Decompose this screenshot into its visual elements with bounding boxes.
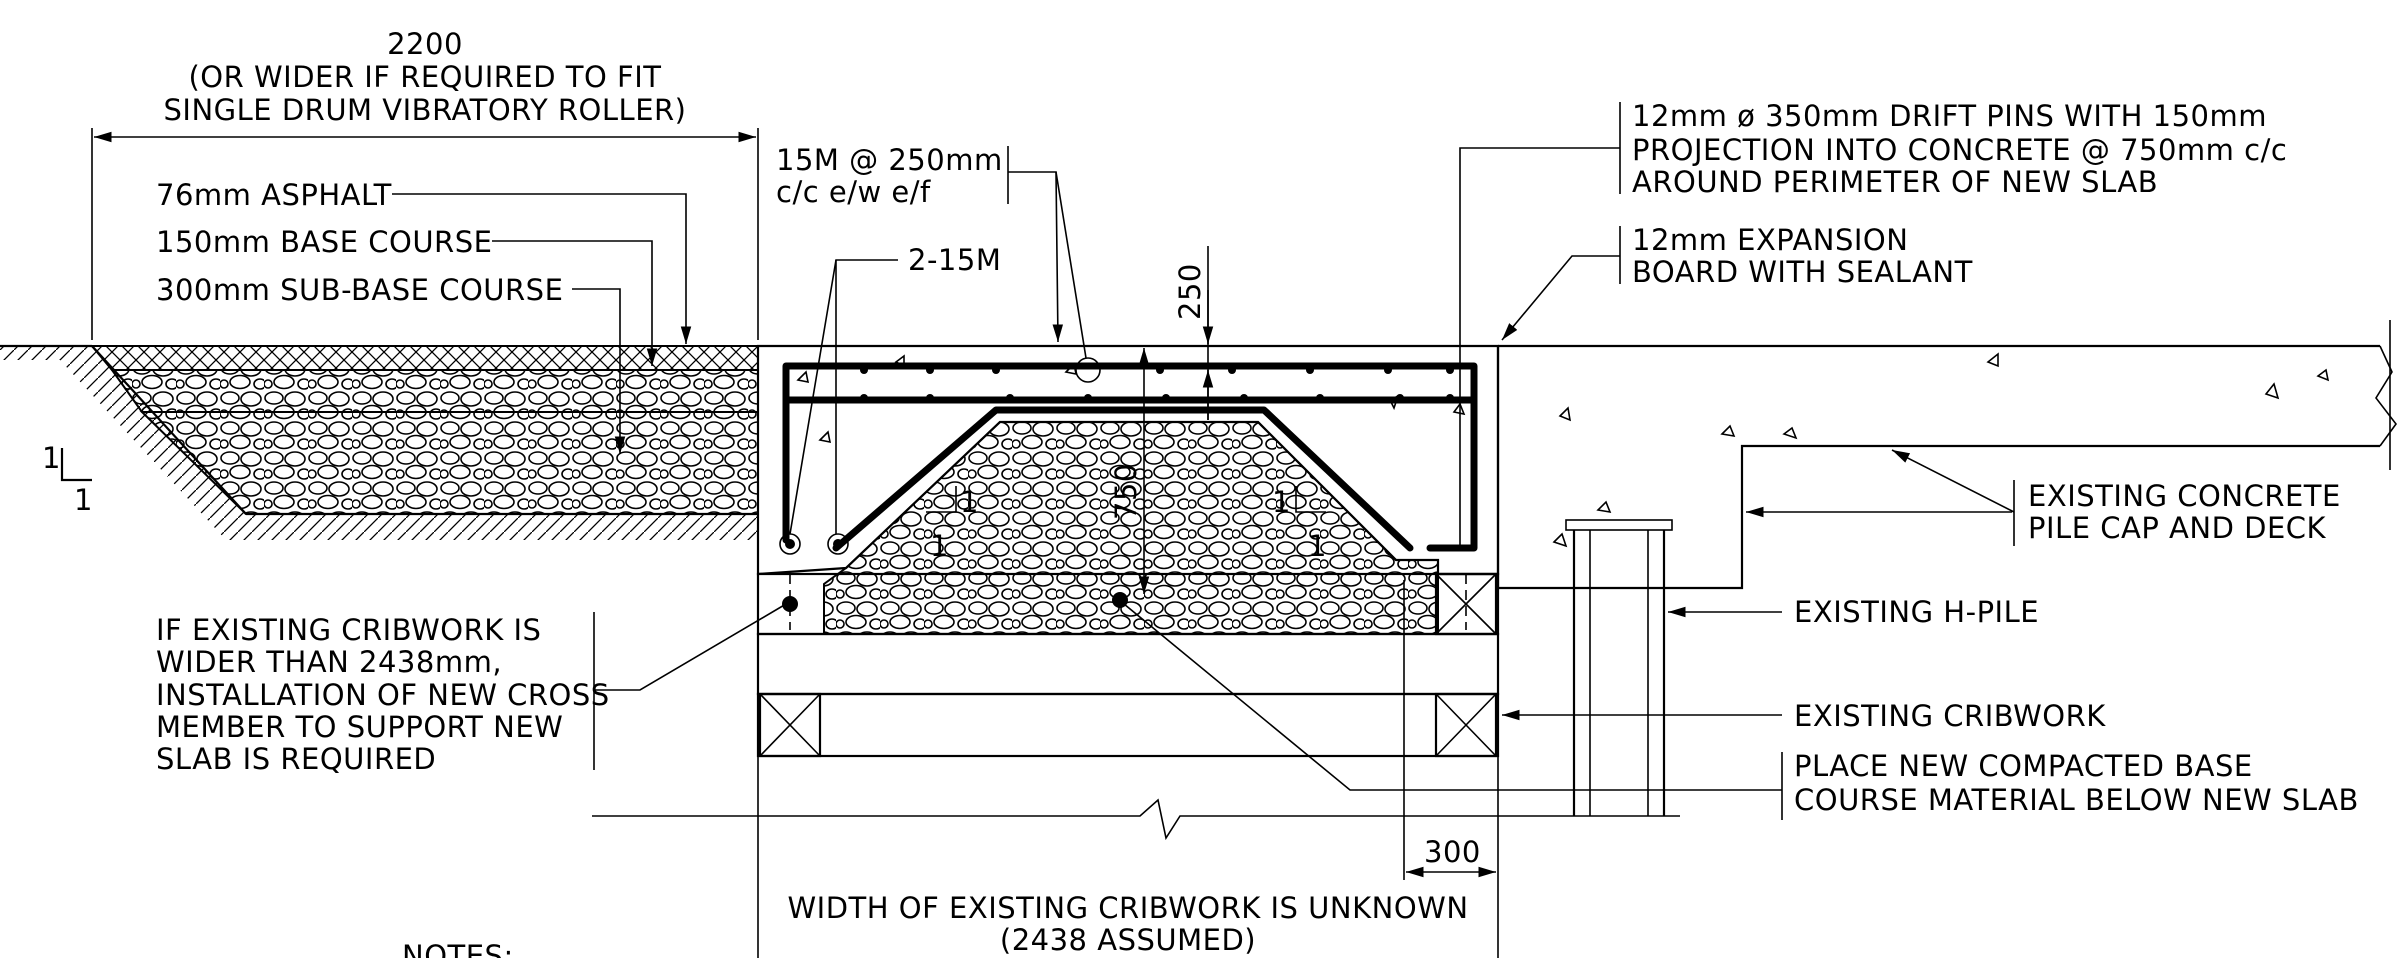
base-course-line-2: COURSE MATERIAL BELOW NEW SLAB [1794, 783, 2359, 817]
cribwork-note-line-4: MEMBER TO SUPPORT NEW [156, 710, 563, 744]
bars-label: 2-15M [908, 243, 1001, 277]
slab-depth-value: 250 [1173, 263, 1207, 320]
pavement-labels: 76mm ASPHALT 150mm BASE COURSE 300mm SUB… [156, 178, 692, 454]
cribwork-width-note: WIDTH OF EXISTING CRIBWORK IS UNKNOWN (2… [787, 891, 1468, 957]
cribwork-label: EXISTING CRIBWORK [1794, 699, 2106, 733]
cribwork-note-line-2: WIDER THAN 2438mm, [156, 645, 502, 679]
cribwork-width-line-2: (2438 ASSUMED) [1000, 923, 1256, 957]
slope-run-label: 1 [74, 483, 93, 517]
drift-pins-line-1: 12mm ø 350mm DRIFT PINS WITH 150mm [1632, 99, 2267, 133]
new-slab: 1 1 1 1 [756, 344, 1500, 635]
slope-rise-label: 1 [42, 441, 61, 475]
expansion-board-line-1: 12mm EXPANSION [1632, 223, 1908, 257]
h-pile-callout: EXISTING H-PILE [1668, 595, 2039, 629]
expansion-board-line-2: BOARD WITH SEALANT [1632, 255, 1973, 289]
cribwork-width-line-1: WIDTH OF EXISTING CRIBWORK IS UNKNOWN [787, 891, 1468, 925]
h-pile-label: EXISTING H-PILE [1794, 595, 2039, 629]
cribwork-note-line-3: INSTALLATION OF NEW CROSS [156, 678, 610, 712]
cribwork-note-line-1: IF EXISTING CRIBWORK IS [156, 613, 541, 647]
notes-heading: NOTES: [402, 939, 514, 958]
top-width-note-2: SINGLE DRUM VIBRATORY ROLLER) [164, 93, 687, 127]
pile-cap-callout: EXISTING CONCRETE PILE CAP AND DECK [1746, 449, 2341, 546]
cribwork-callout: EXISTING CRIBWORK [1502, 699, 2106, 733]
sub-base-label: 300mm SUB-BASE COURSE [156, 273, 563, 307]
top-width-value: 2200 [387, 27, 463, 61]
drift-pins-line-3: AROUND PERIMETER OF NEW SLAB [1632, 165, 2158, 199]
slab-depth-dimensions: 250 750 [1109, 246, 1214, 594]
slab-slope-label-left: 1 [960, 485, 979, 519]
drift-pins-line-2: PROJECTION INTO CONCRETE @ 750mm c/c [1632, 133, 2287, 167]
bars-callout: 2-15M [789, 243, 1001, 535]
rebar-mesh-label-1: 15M @ 250mm [776, 143, 1003, 177]
slab-slope-label-right-2: 1 [1308, 529, 1327, 563]
asphalt-label: 76mm ASPHALT [156, 178, 392, 212]
cribwork-note-callout: IF EXISTING CRIBWORK IS WIDER THAN 2438m… [156, 603, 787, 776]
top-width-note-1: (OR WIDER IF REQUIRED TO FIT [188, 60, 661, 94]
offset-dimension-value: 300 [1424, 835, 1481, 869]
slab-slope-label-right: 1 [1272, 485, 1291, 519]
top-width-dimension: 2200 (OR WIDER IF REQUIRED TO FIT SINGLE… [91, 27, 759, 340]
pavement-section: 1 1 [0, 344, 759, 540]
existing-deck [1496, 320, 2397, 816]
slab-slope-label-left-2: 1 [930, 529, 949, 563]
pile-cap-line-1: EXISTING CONCRETE [2028, 479, 2341, 513]
base-course-label: 150mm BASE COURSE [156, 225, 492, 259]
rebar-mesh-callout: 15M @ 250mm c/c e/w e/f [776, 143, 1087, 359]
cribwork-note-line-5: SLAB IS REQUIRED [156, 742, 436, 776]
base-course-line-1: PLACE NEW COMPACTED BASE [1794, 749, 2253, 783]
pile-cap-line-2: PILE CAP AND DECK [2028, 511, 2327, 545]
expansion-board-callout: 12mm EXPANSION BOARD WITH SEALANT [1501, 223, 1973, 341]
base-course-callout: PLACE NEW COMPACTED BASE COURSE MATERIAL… [1123, 603, 2359, 820]
base-depth-value: 750 [1109, 463, 1143, 520]
drift-pins-callout: 12mm ø 350mm DRIFT PINS WITH 150mm PROJE… [1459, 99, 2287, 546]
existing-cribwork: 300 [592, 572, 1680, 958]
rebar-mesh-label-2: c/c e/w e/f [776, 175, 931, 209]
